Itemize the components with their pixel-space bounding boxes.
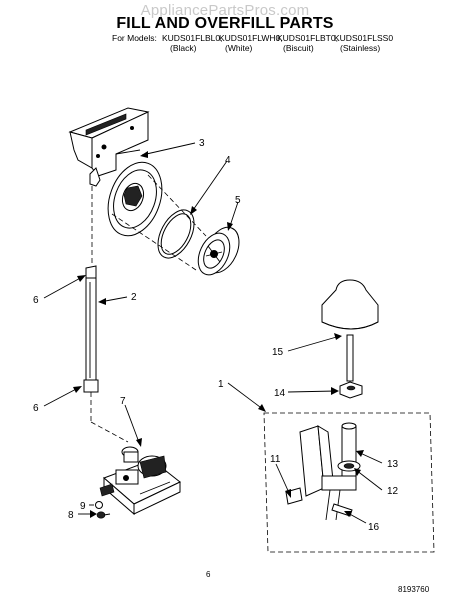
finish-biscuit: (Biscuit) <box>283 43 314 53</box>
part-4-gasket <box>157 209 195 259</box>
callout-1: 1 <box>218 379 224 390</box>
part-8-screw <box>96 511 111 519</box>
callout-14: 14 <box>274 388 286 399</box>
overfill-switch <box>285 422 361 521</box>
callout-7: 7 <box>120 396 126 407</box>
document-number: 8193760 <box>398 585 430 594</box>
callout-9: 9 <box>80 501 86 512</box>
part-1-assembly-outline <box>263 412 435 553</box>
part-14-nut <box>339 381 363 399</box>
part-4-fill-cup <box>107 161 163 237</box>
part-3-bracket <box>68 107 150 187</box>
page-title: FILL AND OVERFILL PARTS <box>116 15 334 32</box>
model-white: KUDS01FLWH0, <box>219 33 283 43</box>
callout-12: 12 <box>387 486 399 497</box>
callout-5: 5 <box>235 195 241 206</box>
callout-15: 15 <box>272 347 284 358</box>
callout-4: 4 <box>225 155 231 166</box>
callout-2: 2 <box>131 292 137 303</box>
model-stainless: KUDS01FLSS0 <box>334 33 394 43</box>
part-9-screw <box>95 501 103 509</box>
finish-stainless: (Stainless) <box>340 43 381 53</box>
part-15-float <box>321 279 379 382</box>
part-7-valve <box>99 446 181 516</box>
callout-13: 13 <box>387 459 399 470</box>
part-2-tube <box>83 265 99 393</box>
models-prefix: For Models: <box>112 33 157 43</box>
callout-6-lower: 6 <box>33 403 39 414</box>
callout-8: 8 <box>68 510 74 521</box>
model-black: KUDS01FLBL0, <box>162 33 223 43</box>
callout-11: 11 <box>270 454 281 465</box>
model-biscuit: KUDS01FLBT0, <box>277 33 338 43</box>
part-5-filter-cap <box>197 226 240 276</box>
page-number: 6 <box>206 570 211 579</box>
finish-white: (White) <box>225 43 253 53</box>
watermark: AppliancePartsPros.com <box>140 2 310 19</box>
callout-16: 16 <box>368 522 380 533</box>
callout-3: 3 <box>199 138 205 149</box>
callout-6-upper: 6 <box>33 295 39 306</box>
finish-black: (Black) <box>170 43 197 53</box>
